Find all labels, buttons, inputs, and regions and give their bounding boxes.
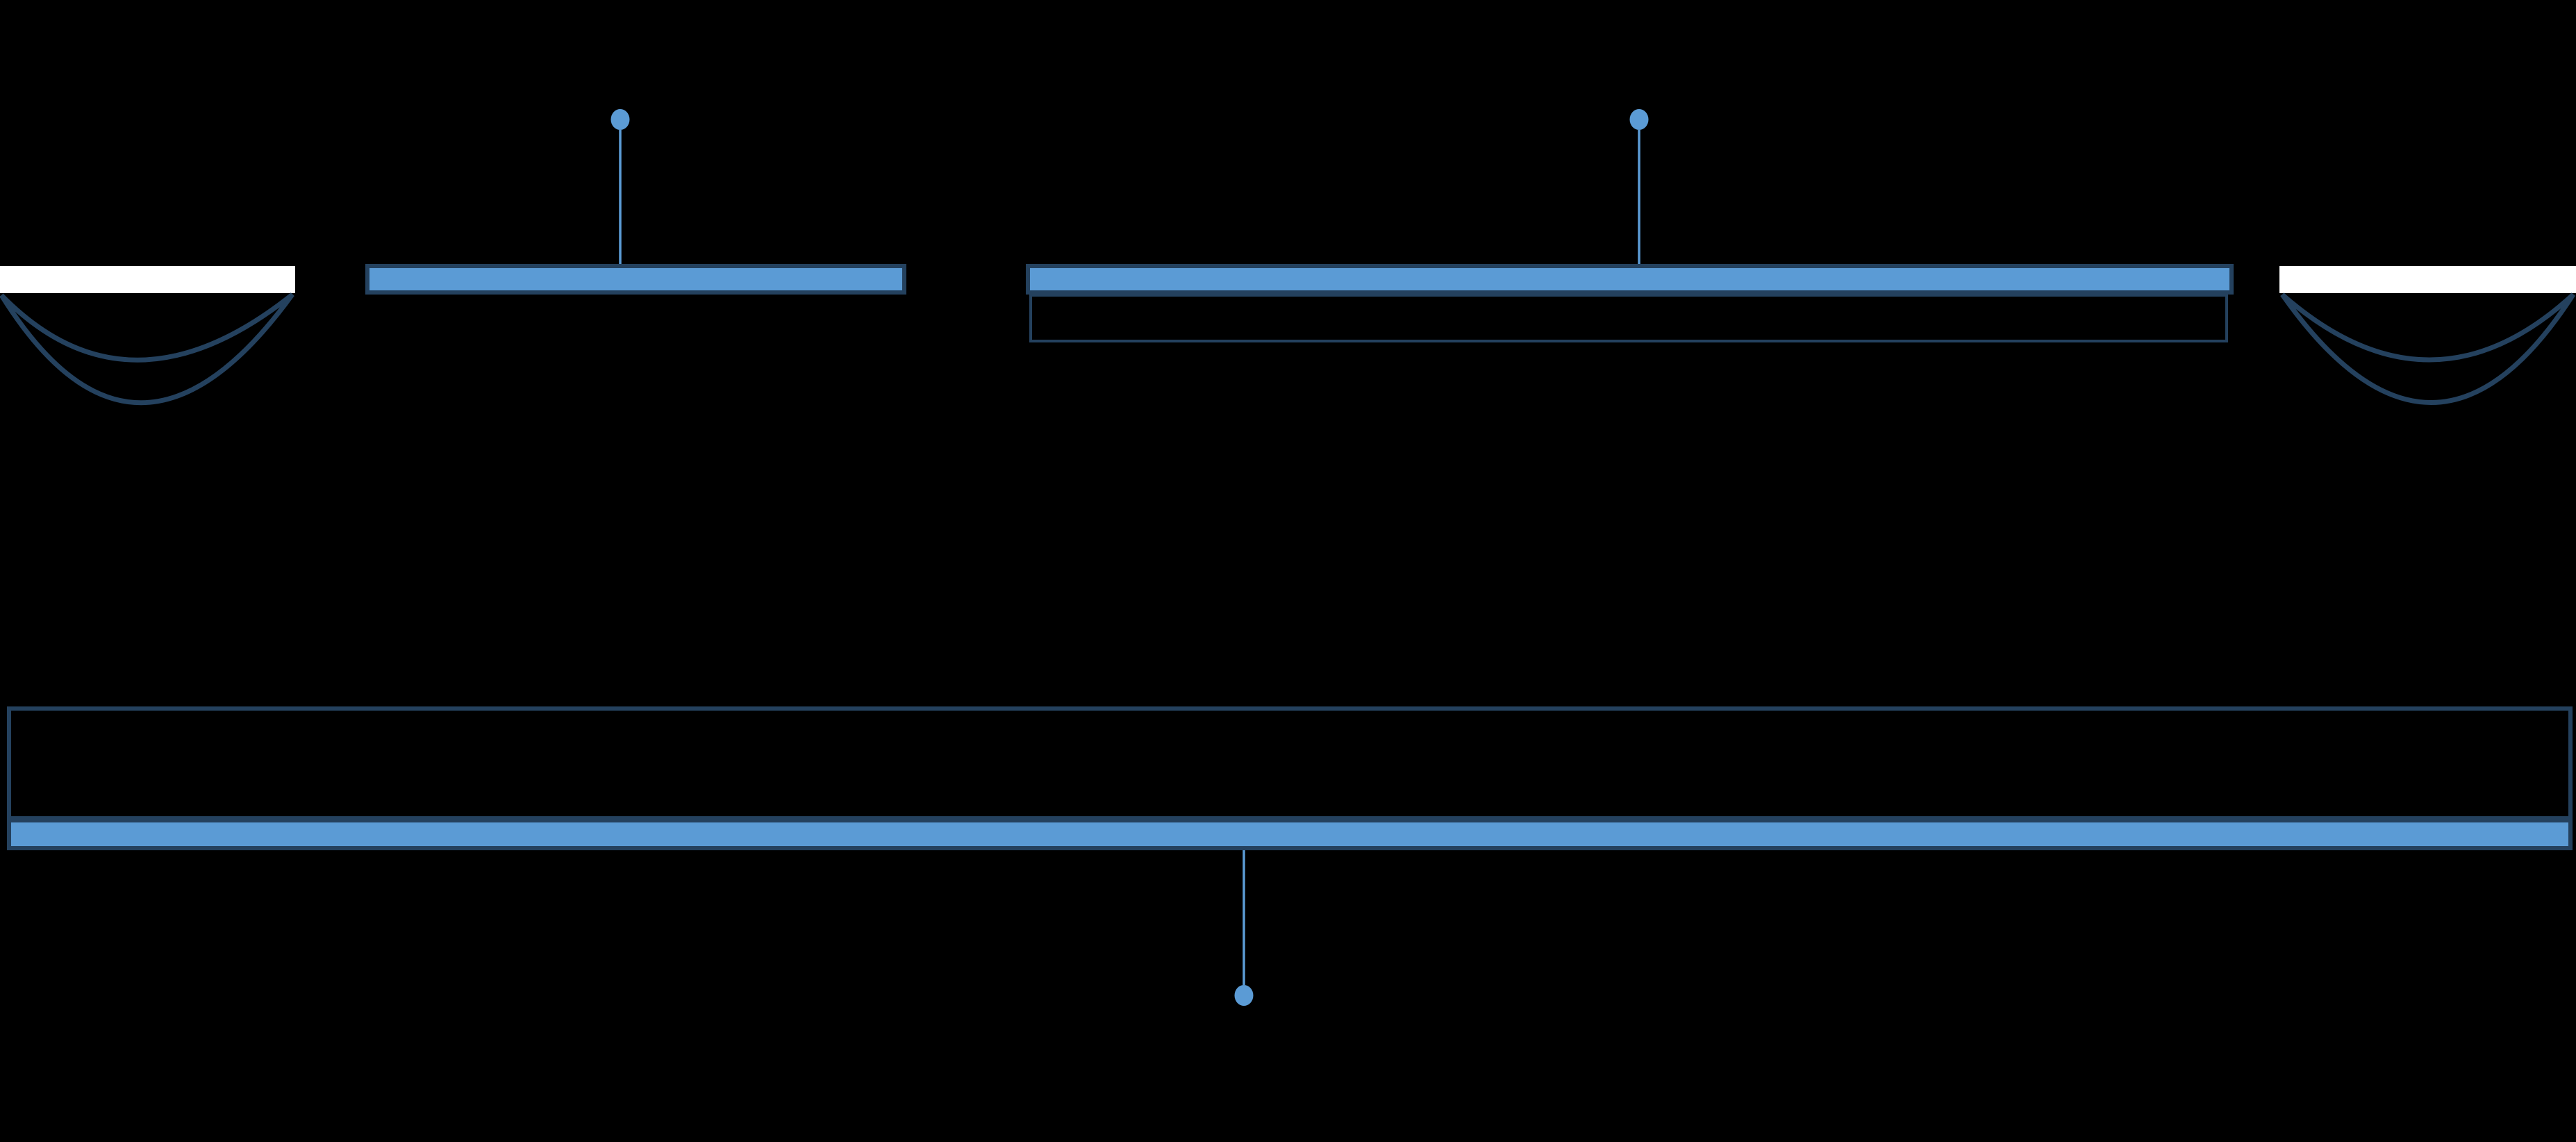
- wide-blue-beam: [1026, 264, 2234, 295]
- callout-dot-2: [1629, 109, 1649, 130]
- callout-dot-1: [610, 109, 630, 130]
- callout-dot-3: [1234, 985, 1254, 1006]
- white-slab-left: [0, 266, 295, 293]
- bottom-blue-beam: [7, 818, 2573, 850]
- callout-2: [1629, 109, 1649, 264]
- outlined-box-under-wide-beam: [1029, 294, 2228, 342]
- callout-3: [1234, 850, 1254, 1006]
- right-drape-curves: [2280, 292, 2575, 405]
- callout-1: [610, 109, 630, 264]
- left-drape-curves: [0, 292, 294, 406]
- white-slab-right: [2279, 266, 2576, 293]
- small-blue-beam: [365, 264, 906, 295]
